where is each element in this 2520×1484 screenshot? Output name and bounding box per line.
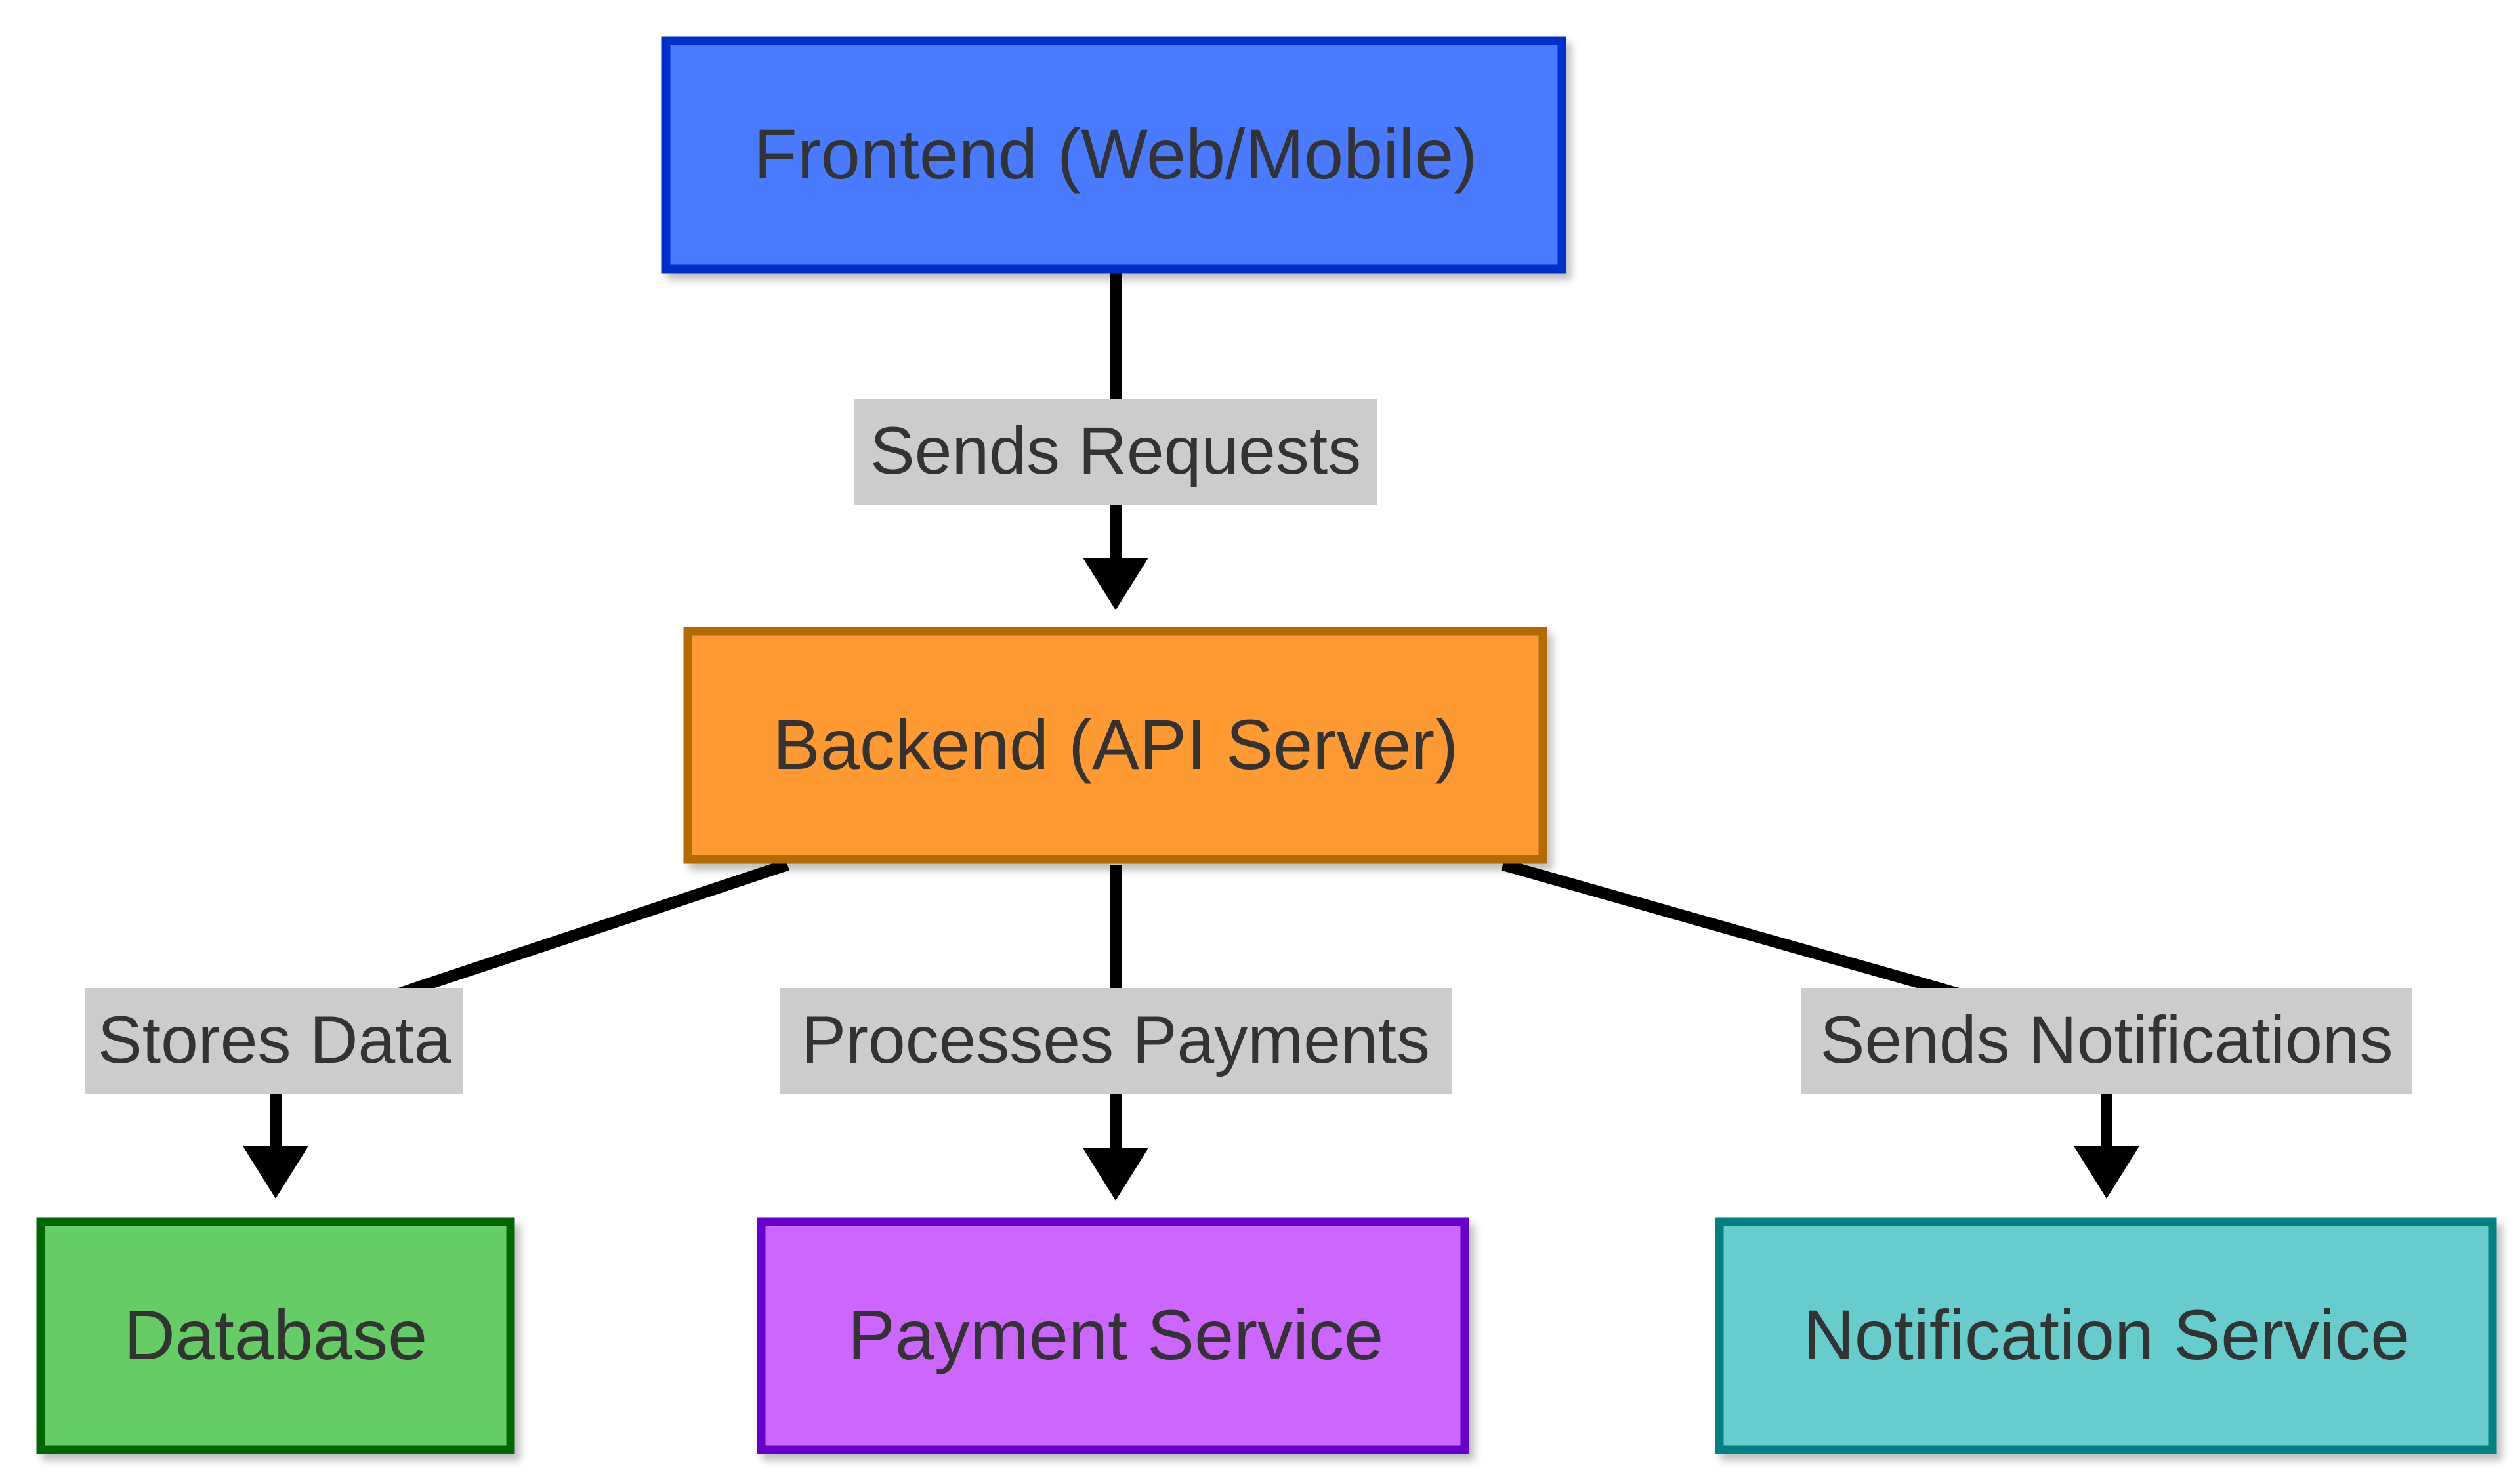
edge-label-background [1801, 988, 2412, 1094]
edge-label-stores-data: Stores Data [98, 1002, 452, 1077]
node-database: Database [36, 1217, 515, 1454]
node-frontend-label: Frontend (Web/Mobile) [754, 114, 1477, 194]
node-payment-border [757, 1217, 1469, 1454]
node-backend-label: Backend (API Server) [773, 705, 1458, 784]
arrowhead [243, 1146, 308, 1199]
node-backend-border [683, 627, 1547, 864]
node-frontend-border [662, 36, 1566, 274]
edge-label-sends-requests: Sends Requests [870, 413, 1361, 488]
arrowhead [1083, 558, 1148, 610]
edge-backend-payment: Processes Payments [780, 865, 1452, 1201]
edge-label-processes-payments: Processes Payments [801, 1002, 1430, 1077]
node-frontend: Frontend (Web/Mobile) [662, 36, 1566, 274]
edge-label-background [854, 399, 1377, 505]
node-database-label: Database [124, 1295, 427, 1374]
edge-label-sends-notifications: Sends Notifications [1820, 1002, 2393, 1077]
arrowhead [1083, 1148, 1148, 1201]
node-payment-label: Payment Service [848, 1295, 1383, 1374]
edge-backend-database: Stores Data [85, 859, 789, 1199]
node-database-border [36, 1217, 515, 1454]
node-payment-service: Payment Service [757, 1217, 1469, 1454]
edge-backend-notification: Sends Notifications [1501, 859, 2412, 1199]
arrowhead [2074, 1146, 2139, 1199]
node-backend: Backend (API Server) [683, 627, 1547, 864]
edge-label-background [780, 988, 1452, 1094]
node-notification-box [1715, 1217, 2497, 1454]
edge-frontend-backend: Sends Requests [854, 272, 1377, 610]
edge-label-background [85, 988, 463, 1094]
node-notification-border [1715, 1217, 2497, 1454]
node-notification-service: Notification Service [1715, 1217, 2497, 1454]
node-notification-label: Notification Service [1803, 1295, 2410, 1374]
